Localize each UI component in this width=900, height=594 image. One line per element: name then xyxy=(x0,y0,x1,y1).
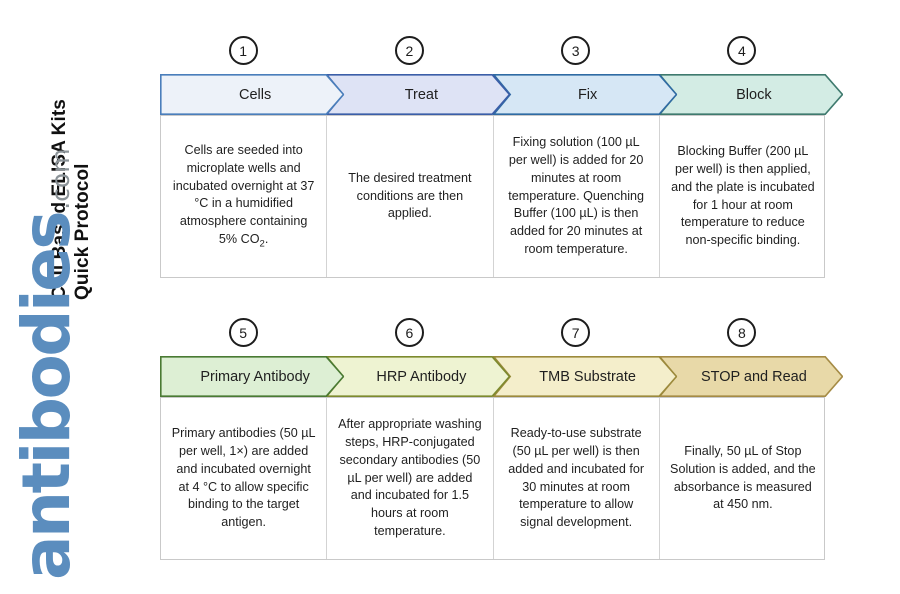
step-description-text: The desired treatment conditions are the… xyxy=(348,170,472,221)
chevron-step-3[interactable]: Fix xyxy=(492,74,677,115)
chevron-step-5[interactable]: Primary Antibody xyxy=(160,356,345,397)
step-number-badge: 6 xyxy=(394,318,424,347)
chevron-label: TMB Substrate xyxy=(539,368,636,385)
chevron-label: Fix xyxy=(577,86,598,103)
chevron-step-4[interactable]: Block xyxy=(658,74,843,115)
chevron-label: Primary Antibody xyxy=(200,368,310,385)
chevron-shape xyxy=(160,74,345,115)
step-number-strip: 5 6 7 8 xyxy=(160,316,825,356)
logo-tld: .com xyxy=(46,148,75,210)
logo-wordmark: antibodies xyxy=(8,212,85,580)
step-description-cell: Ready-to-use substrate (50 µL per well) … xyxy=(494,398,660,559)
step-description-text: Blocking Buffer (200 µL per well) is the… xyxy=(671,143,815,248)
step-description-cell: The desired treatment conditions are the… xyxy=(327,116,494,277)
step-description-panel: Primary antibodies (50 µL per well, 1×) … xyxy=(160,397,825,560)
step-description-text: Cells are seeded into microplate wells a… xyxy=(172,142,315,250)
step-number-badge: 4 xyxy=(727,36,757,65)
step-description-text: After appropriate washing steps, HRP-con… xyxy=(338,416,482,539)
step-description-text: Fixing solution (100 µL per well) is add… xyxy=(508,134,645,257)
step-description-text: Ready-to-use substrate (50 µL per well) … xyxy=(508,425,645,530)
chevron-step-8[interactable]: STOP and Read xyxy=(658,356,843,397)
chevron-label: STOP and Read xyxy=(700,368,807,385)
step-number-badge: 1 xyxy=(228,36,258,65)
step-description-cell: Fixing solution (100 µL per well) is add… xyxy=(494,116,660,277)
step-number-strip: 1 2 3 4 xyxy=(160,34,825,74)
step-description-cell: Cells are seeded into microplate wells a… xyxy=(161,116,328,277)
step-number-badge: 5 xyxy=(228,318,258,347)
chevron-label: Cells xyxy=(239,86,272,103)
step-description-cell: Blocking Buffer (200 µL per well) is the… xyxy=(660,116,826,277)
chevron-shape xyxy=(160,356,345,397)
chevron-label: HRP Antibody xyxy=(376,368,467,385)
chevron-step-2[interactable]: Treat xyxy=(326,74,511,115)
step-number-badge: 7 xyxy=(561,318,591,347)
step-number-badge: 2 xyxy=(394,36,424,65)
chevron-step-7[interactable]: TMB Substrate xyxy=(492,356,677,397)
chevron-label: Treat xyxy=(404,86,439,103)
chevron-step-1[interactable]: Cells xyxy=(160,74,345,115)
step-description-cell: After appropriate washing steps, HRP-con… xyxy=(327,398,494,559)
step-description-text: Primary antibodies (50 µL per well, 1×) … xyxy=(171,425,316,530)
antibodies-logo: antibodies .com xyxy=(8,148,134,580)
step-description-text: Finally, 50 µL of Stop Solution is added… xyxy=(670,443,816,512)
chevron-label: Block xyxy=(736,86,772,103)
step-number-badge: 8 xyxy=(727,318,757,347)
chevron-band: Cells Treat Fix Block xyxy=(160,74,843,115)
chevron-step-6[interactable]: HRP Antibody xyxy=(326,356,511,397)
step-description-cell: Primary antibodies (50 µL per well, 1×) … xyxy=(161,398,328,559)
step-description-panel: Cells are seeded into microplate wells a… xyxy=(160,115,825,278)
step-number-badge: 3 xyxy=(561,36,591,65)
step-description-cell: Finally, 50 µL of Stop Solution is added… xyxy=(660,398,826,559)
chevron-band: Primary Antibody HRP Antibody TMB Substrat… xyxy=(160,356,843,397)
